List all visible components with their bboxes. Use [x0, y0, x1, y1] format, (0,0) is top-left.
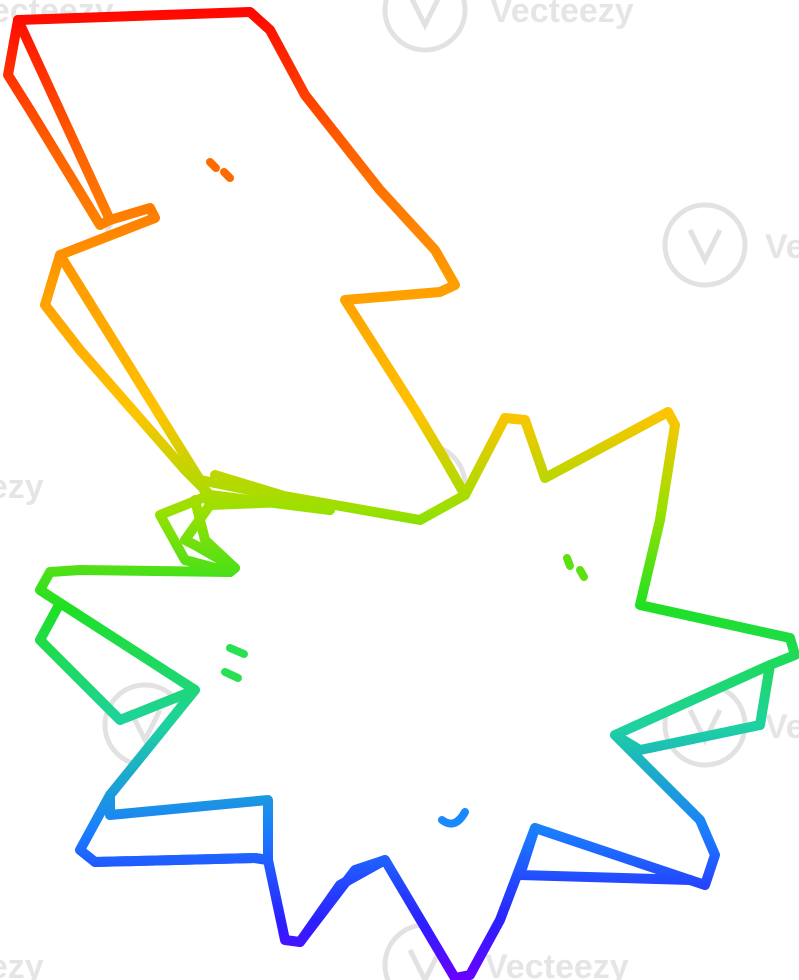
bolt-face [13, 7, 470, 525]
watermark-text: Vecteezy [765, 708, 799, 746]
burst-spike-side-bottom [295, 855, 390, 947]
burst-spike-side-bottom-left [90, 790, 273, 867]
sparkle-dash [226, 644, 248, 658]
burst-smile-mark [438, 808, 469, 828]
sparkle-dash [220, 168, 234, 182]
bolt-side-upper [3, 15, 115, 230]
watermark-text: Vecteezy [485, 948, 629, 980]
burst-spike-side-left [35, 598, 200, 725]
impact-burst [35, 407, 799, 980]
sparkle-dash [221, 668, 242, 682]
sparkle-dash [563, 554, 574, 570]
bolt-side-lower [40, 250, 335, 515]
burst-outline [35, 407, 799, 980]
watermark-text: Vecteezy [0, 468, 44, 506]
watermark-text: Vecteezy [0, 948, 44, 980]
bolt-inner-edge [195, 475, 215, 510]
lightning-bolt [3, 7, 470, 577]
bolt-burst-connector [155, 490, 235, 577]
sparkle-dash [576, 566, 588, 581]
vecteezy-logo-icon [382, 0, 468, 53]
burst-spike-side-bottom-right [515, 823, 695, 885]
bolt-burst-connector-inner [190, 495, 240, 573]
watermark-text: Vecteezy [765, 228, 799, 266]
detail-marks [206, 158, 588, 828]
vecteezy-logo-icon [662, 202, 748, 288]
watermark-text: Vecteezy [490, 0, 634, 30]
sparkle-dash [206, 158, 220, 172]
burst-spike-side-right [610, 660, 775, 755]
